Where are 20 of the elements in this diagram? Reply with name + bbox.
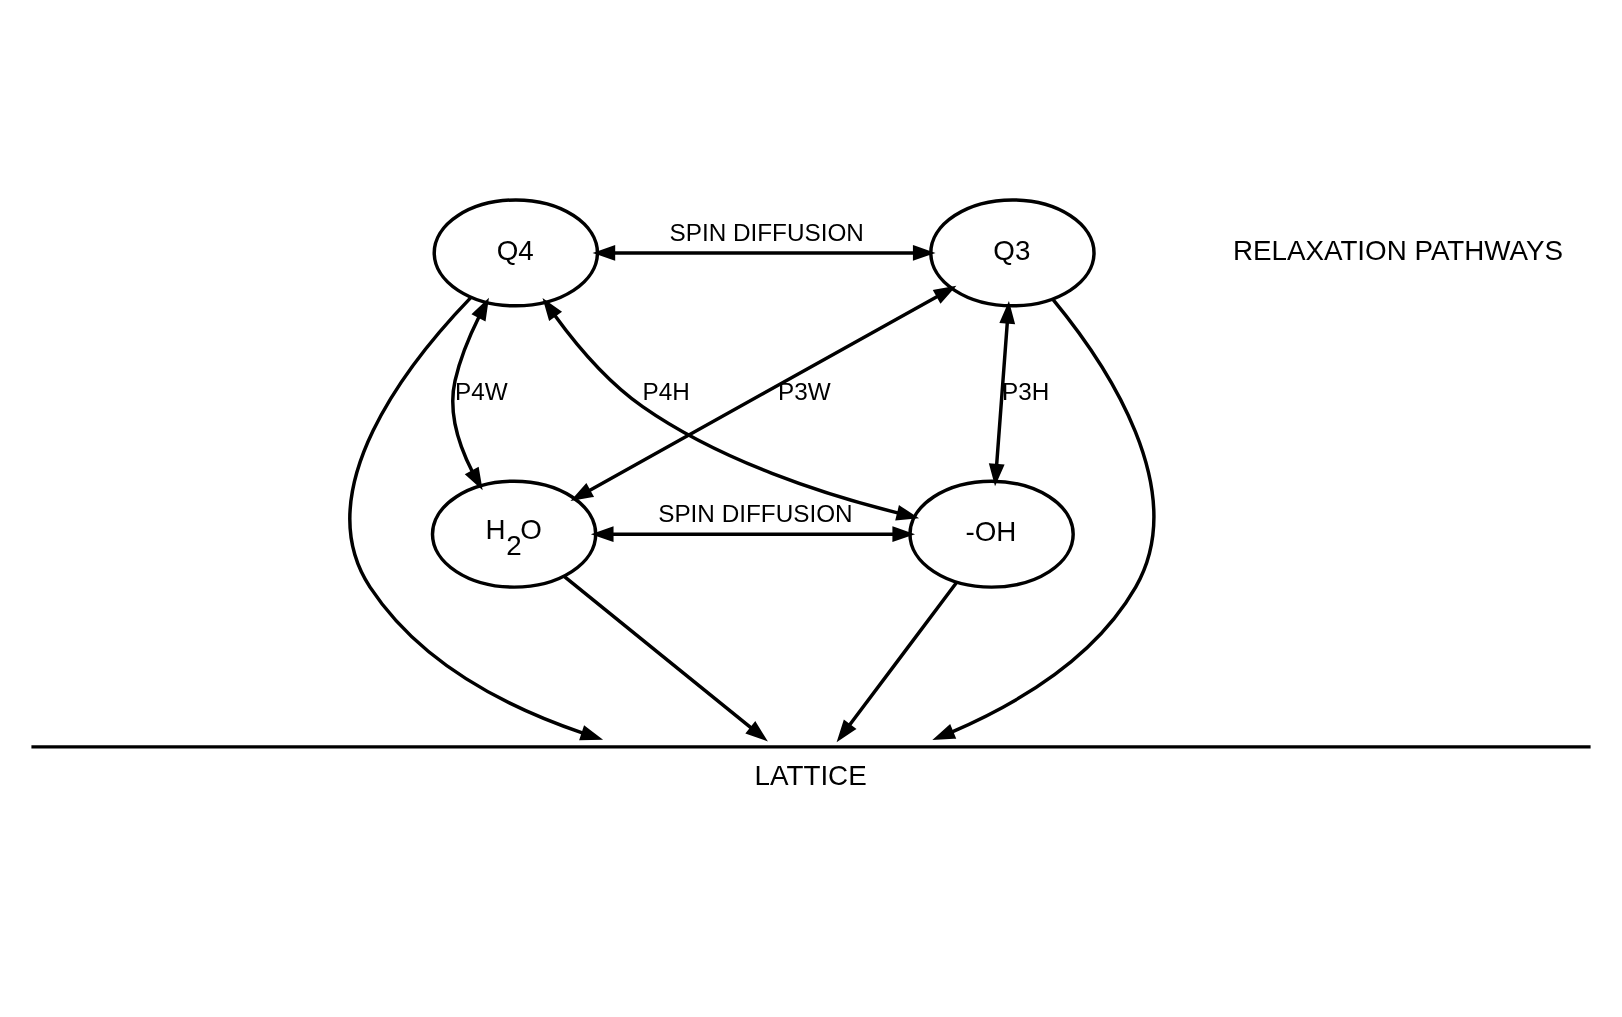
arrow (542, 297, 920, 520)
arrow (932, 297, 1156, 740)
arrow (592, 244, 936, 261)
arrow (348, 295, 604, 740)
node-ellipse: -OH (908, 479, 1075, 589)
edge-label: P3W (778, 377, 831, 405)
edge-label: SPIN DIFFUSION (669, 218, 864, 246)
edge-label: P3H (1001, 377, 1050, 405)
label: RELAXATION PATHWAYS (1232, 234, 1564, 265)
arrow (570, 285, 957, 501)
arrow (836, 580, 959, 742)
edge-label: P4W (455, 377, 508, 405)
arrow (988, 300, 1016, 486)
node-text: LATTICE (754, 759, 867, 791)
arrow (590, 525, 915, 542)
arrow (451, 297, 489, 490)
node-ellipse: Q4 (432, 197, 600, 308)
edge-label: P4H (642, 377, 690, 405)
arrow (563, 574, 768, 741)
edge-label: SPIN DIFFUSION (658, 499, 853, 527)
